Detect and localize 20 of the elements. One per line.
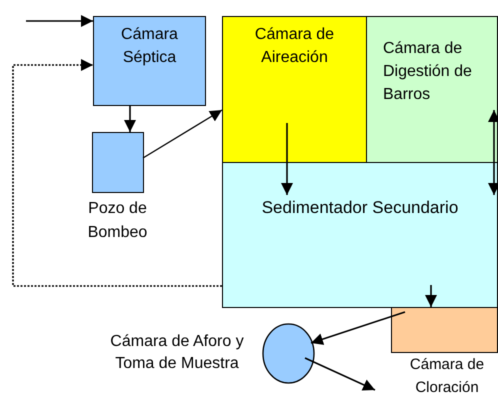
- node-label: Pozo de Bombeo: [86, 199, 148, 243]
- node-label: Sedimentador Secundario: [262, 197, 458, 219]
- process-box: [222, 16, 367, 163]
- arrow: [488, 110, 498, 195]
- node-label: Cámara de Aireación: [254, 25, 336, 68]
- node-label: Cámara Séptica: [120, 25, 179, 68]
- arrow: [304, 357, 376, 391]
- process-box: [222, 162, 498, 308]
- arrow: [425, 285, 437, 307]
- node-label: Cámara de Cloración: [408, 355, 486, 398]
- arrow: [310, 311, 406, 345]
- arrow: [26, 15, 93, 27]
- process-box: [366, 16, 498, 163]
- arrow: [142, 109, 222, 159]
- arrow: [124, 105, 136, 132]
- arrow: [12, 59, 222, 287]
- node-label: Cámara de Aforo y Toma de Muestra: [109, 332, 245, 374]
- process-box: [93, 16, 206, 106]
- arrow: [281, 123, 293, 195]
- node-label: Cámara de Digestión de Barros: [383, 39, 473, 106]
